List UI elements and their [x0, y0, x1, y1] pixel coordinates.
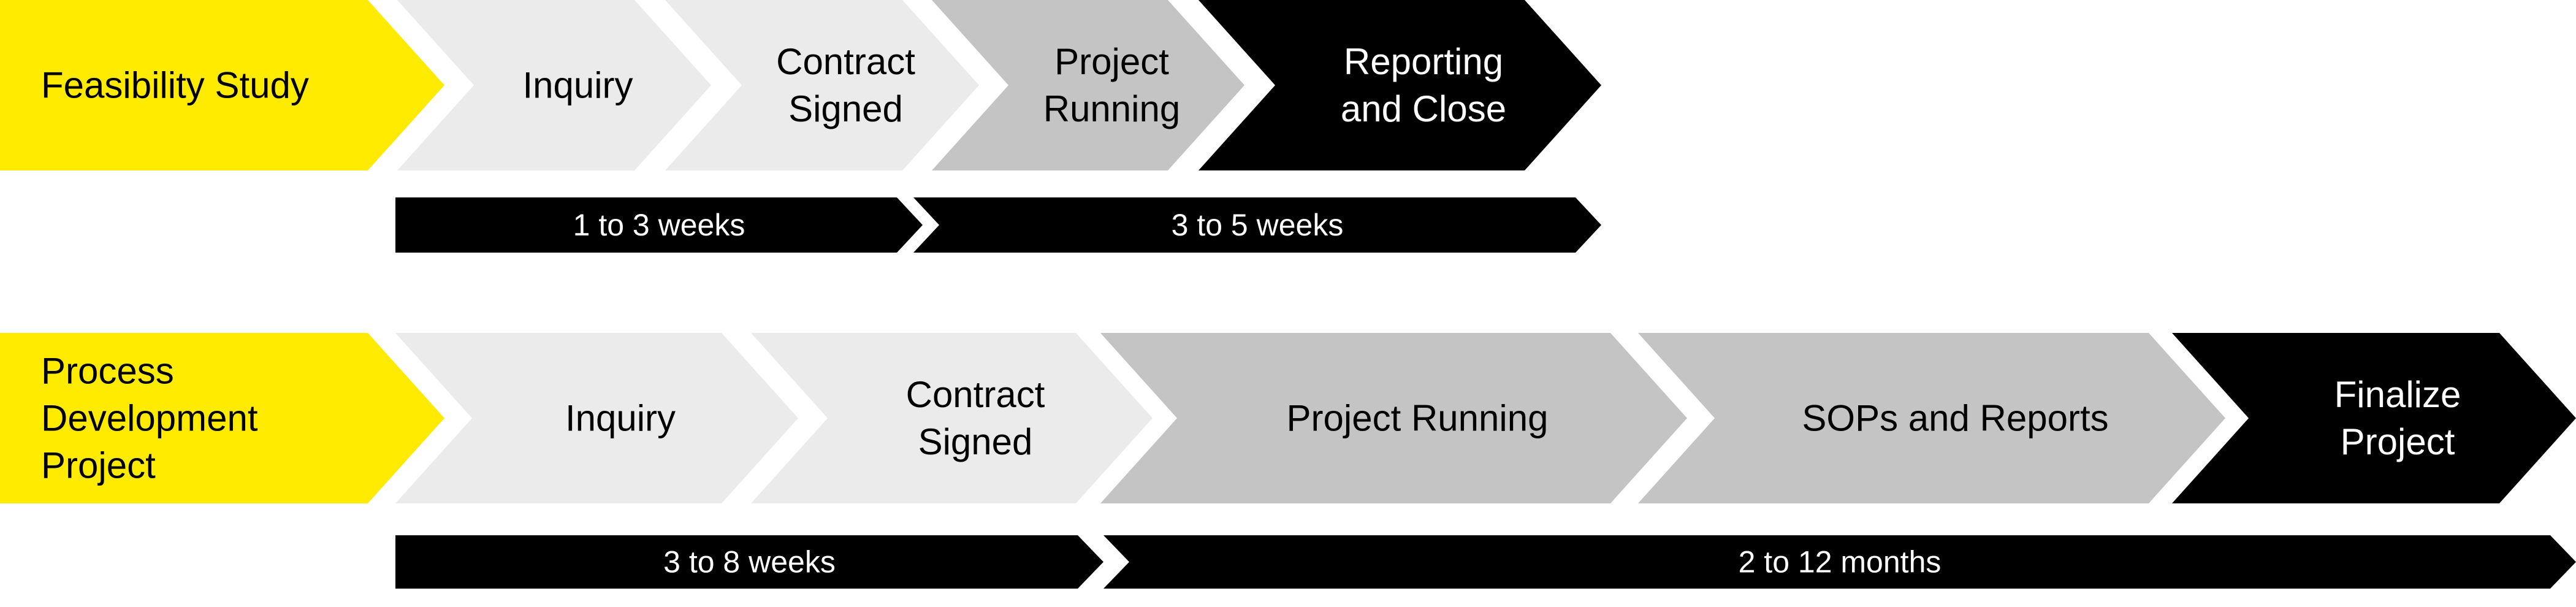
row-title-chevron — [0, 333, 444, 503]
step-label-inquiry: Inquiry — [522, 65, 633, 106]
step-chevron-project-running — [932, 0, 1244, 170]
process-row-feasibility-study — [0, 0, 1601, 253]
step-label-project-running-line: Running — [1043, 88, 1181, 129]
step-chevron-sops-and-reports — [1638, 333, 2225, 503]
step-label-sops-and-reports: SOPs and Reports — [1802, 398, 2108, 439]
step-label-reporting-and-close-line: and Close — [1341, 88, 1506, 129]
duration-label: 3 to 8 weeks — [663, 545, 836, 579]
step-label-sops-and-reports-line: SOPs and Reports — [1802, 398, 2108, 439]
step-label-contract-signed-line: Contract — [776, 41, 915, 82]
step-label-inquiry-line: Inquiry — [565, 398, 676, 439]
row-title-chevron — [0, 0, 444, 170]
step-label-project-running-line: Project — [1054, 41, 1169, 82]
duration-label: 3 to 5 weeks — [1172, 208, 1344, 242]
duration-label: 2 to 12 months — [1739, 545, 1942, 579]
step-chevron-contract-signed — [751, 333, 1153, 503]
step-label-inquiry: Inquiry — [565, 398, 676, 439]
step-label-project-running-line: Project Running — [1287, 398, 1549, 439]
duration-bar — [395, 535, 1103, 589]
step-chevron-inquiry — [397, 0, 711, 170]
row-title-label-line: Development — [41, 398, 258, 439]
row-title-label-line: Project — [41, 445, 156, 486]
step-label-reporting-and-close-line: Reporting — [1344, 41, 1503, 82]
step-chevron-project-running — [1100, 333, 1687, 503]
row-title-label: Feasibility Study — [41, 65, 309, 106]
step-chevron-contract-signed — [665, 0, 979, 170]
duration-bar — [1103, 535, 2576, 589]
duration-bar — [913, 197, 1601, 253]
row-title-label-line: Feasibility Study — [41, 65, 309, 106]
step-chevron-reporting-and-close — [1198, 0, 1601, 170]
step-label-finalize-project-line: Project — [2341, 421, 2455, 462]
duration-label: 1 to 3 weeks — [573, 208, 745, 242]
duration-bar — [395, 197, 923, 253]
step-chevron-inquiry — [395, 333, 798, 503]
step-label-reporting-and-close: Reporting and Close — [1341, 41, 1506, 129]
step-label-finalize-project-line: Finalize — [2334, 374, 2461, 415]
step-label-contract-signed-line: Contract — [906, 374, 1045, 415]
step-label-contract-signed-line: Signed — [918, 421, 1033, 462]
row-title-label-line: Process — [41, 351, 174, 392]
step-label-inquiry-line: Inquiry — [522, 65, 633, 106]
step-chevron-finalize-project — [2172, 333, 2576, 503]
step-label-contract-signed-line: Signed — [788, 88, 903, 129]
step-label-project-running: Project Running — [1287, 398, 1549, 439]
process-row-process-development-project — [0, 333, 2576, 589]
